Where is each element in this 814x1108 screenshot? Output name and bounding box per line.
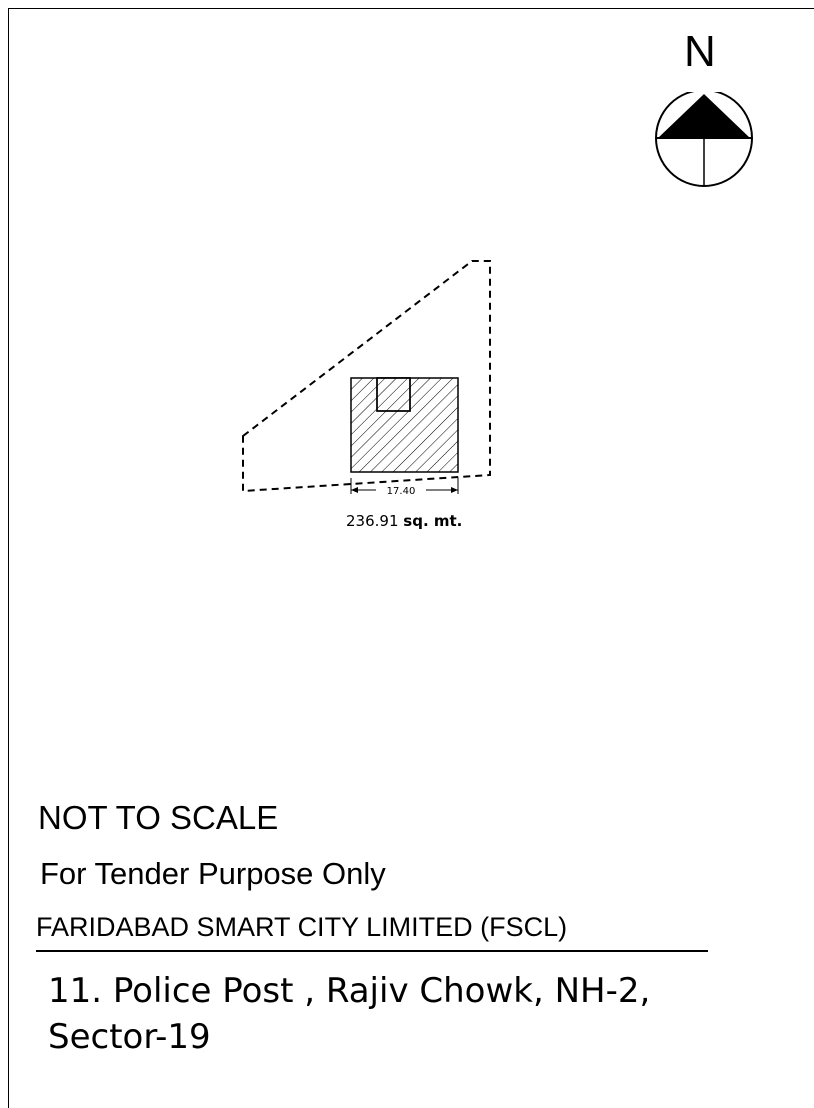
site-plan: 17.40 — [242, 260, 491, 497]
north-label: N — [684, 27, 716, 76]
scale-note: NOT TO SCALE — [38, 799, 279, 836]
project-title-line1: 11. Police Post , Rajiv Chowk, NH-2, — [48, 971, 651, 1011]
area-label: 236.91 sq. mt. — [346, 512, 462, 530]
purpose-note: For Tender Purpose Only — [40, 856, 386, 891]
north-arrow-icon — [655, 92, 753, 187]
plot-boundary — [242, 260, 491, 493]
area-unit: sq. mt. — [403, 512, 463, 530]
organisation-name: FARIDABAD SMART CITY LIMITED (FSCL) — [36, 912, 568, 942]
organisation-underline — [36, 950, 708, 952]
area-value: 236.91 — [346, 512, 399, 530]
project-title: 11. Police Post , Rajiv Chowk, NH-2, Sec… — [48, 968, 788, 1060]
drawing-frame — [8, 8, 814, 1108]
project-title-line2: Sector-19 — [48, 1017, 211, 1057]
dimension-label: 17.40 — [387, 486, 416, 497]
